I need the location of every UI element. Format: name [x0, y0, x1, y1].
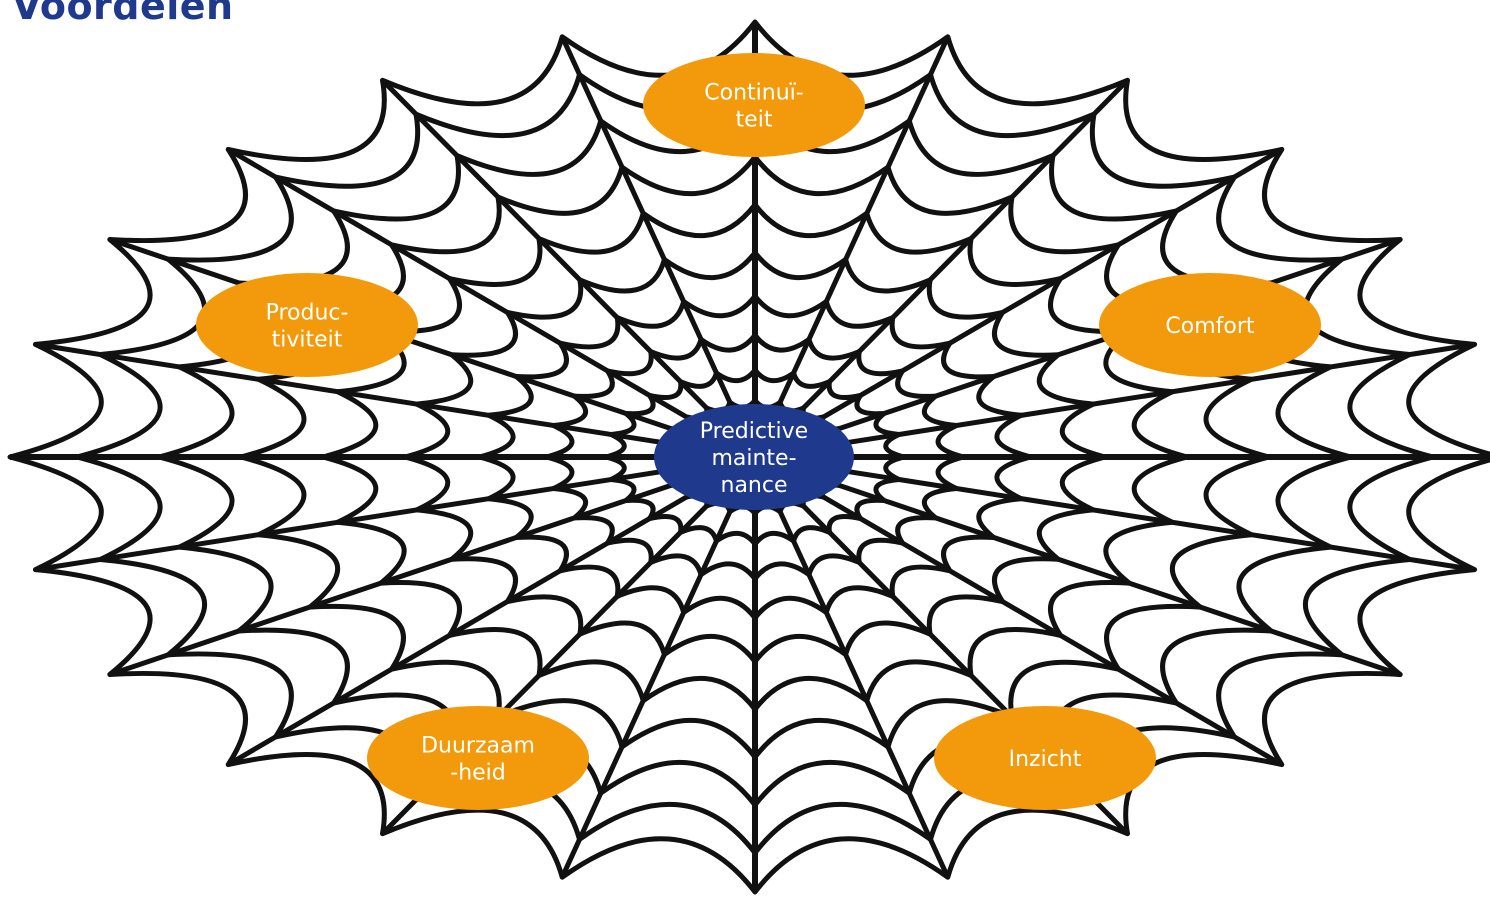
benefit-duurzaamheid: Duurzaam-heid [367, 706, 589, 810]
benefit-continuiteit-label: teit [736, 108, 773, 133]
web-spoke [35, 344, 755, 457]
benefit-productiviteit-label: tiviteit [272, 328, 343, 353]
web-spoke [755, 344, 1475, 457]
benefit-comfort: Comfort [1099, 273, 1321, 377]
center-node-label: Predictive [700, 419, 808, 444]
benefit-comfort-label: Comfort [1165, 314, 1255, 339]
benefit-inzicht-label: Inzicht [1009, 747, 1082, 772]
center-node-label: mainte- [711, 446, 796, 471]
benefit-continuiteit-label: Continuï- [704, 81, 803, 106]
benefit-duurzaamheid-label: Duurzaam [421, 734, 535, 759]
benefit-continuiteit: Continuï-teit [643, 53, 865, 157]
benefit-productiviteit-label: Produc- [266, 301, 349, 326]
web-spoke [755, 457, 1475, 570]
benefit-duurzaamheid-label: -heid [450, 761, 506, 786]
web-spoke [35, 457, 755, 570]
benefit-inzicht: Inzicht [934, 706, 1156, 810]
benefit-productiviteit: Produc-tiviteit [196, 273, 418, 377]
center-node-label: nance [721, 473, 788, 498]
